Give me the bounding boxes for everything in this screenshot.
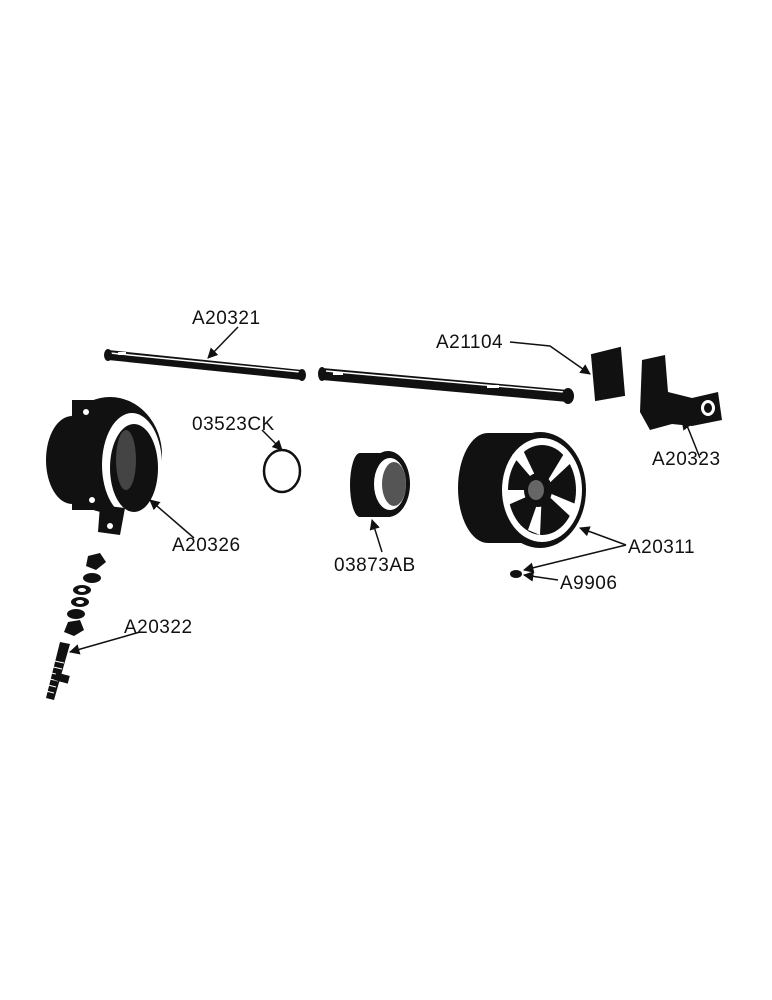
label-03523ck: 03523CK — [192, 414, 275, 435]
bearing-ring — [350, 451, 410, 517]
clutch-housing — [46, 397, 162, 535]
label-a9906: A9906 — [560, 573, 617, 594]
shaft-left — [104, 349, 306, 381]
leader-lines — [68, 326, 701, 655]
label-a20311: A20311 — [628, 537, 695, 558]
pulley-wheel — [458, 432, 586, 548]
label-a20321: A20321 — [192, 308, 261, 329]
brake-shoe-small — [590, 346, 626, 402]
stud-bolt-assembly — [41, 553, 106, 700]
label-a20323: A20323 — [652, 449, 721, 470]
brake-shoe-bracket — [640, 355, 722, 430]
label-a21104: A21104 — [436, 332, 503, 353]
o-ring-disc — [262, 448, 302, 494]
shaft-right — [318, 367, 574, 404]
label-a20322: A20322 — [124, 617, 193, 638]
label-a20326: A20326 — [172, 535, 241, 556]
label-03873ab: 03873AB — [334, 555, 416, 576]
key-part — [510, 570, 522, 578]
